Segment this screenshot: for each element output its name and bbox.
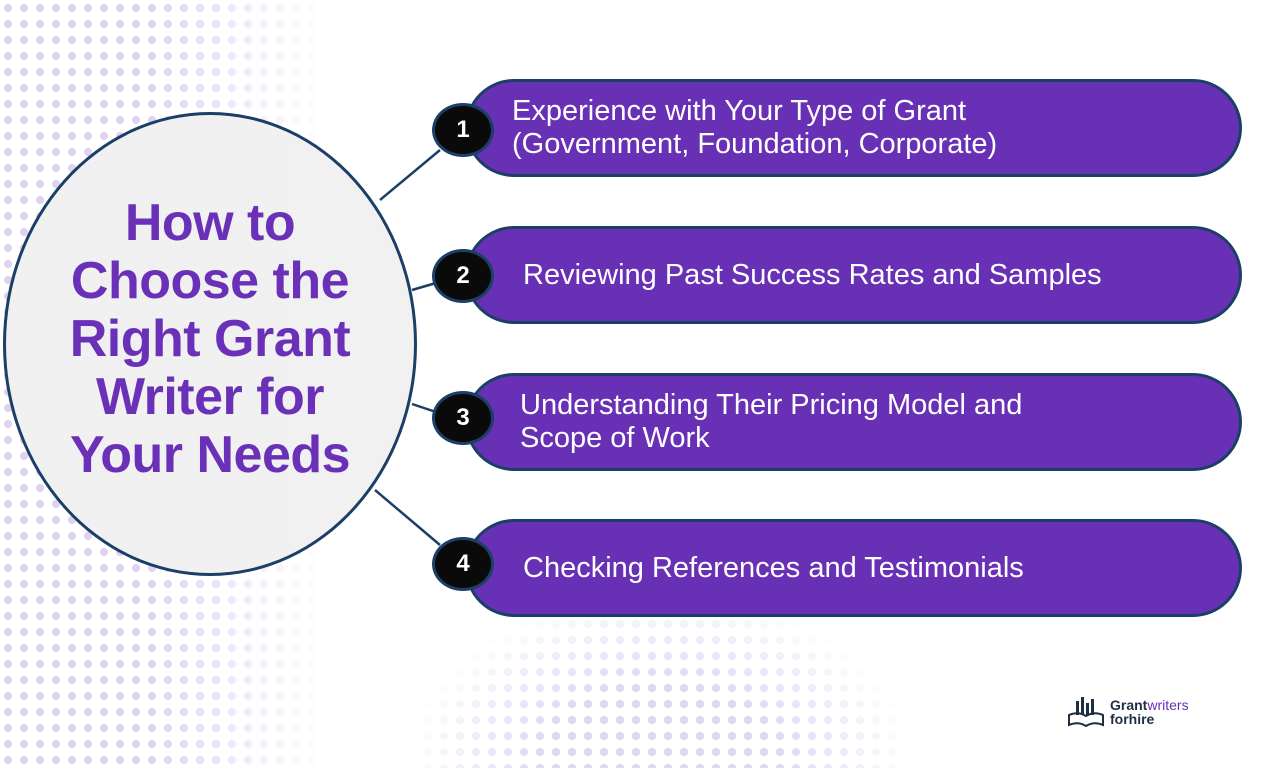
- step-pill-4: Checking References and Testimonials: [465, 519, 1242, 617]
- brand-logo: Grantwriters forhire: [1066, 694, 1189, 730]
- logo-line-1: Grantwriters: [1110, 698, 1189, 712]
- step-pill-1: Experience with Your Type of Grant (Gove…: [465, 79, 1242, 177]
- step-text-2: Reviewing Past Success Rates and Samples: [523, 258, 1102, 291]
- step-number-badge-2: 2: [432, 249, 494, 303]
- step-number-badge-3: 3: [432, 391, 494, 445]
- step-number-badge-4: 4: [432, 537, 494, 591]
- logo-word-grant: Grant: [1110, 697, 1148, 713]
- step-number-badge-1: 1: [432, 103, 494, 157]
- title-oval: How to Choose the Right Grant Writer for…: [3, 112, 417, 576]
- step-text-3: Understanding Their Pricing Model and Sc…: [520, 389, 1023, 454]
- logo-word-writers: writers: [1147, 697, 1189, 713]
- connector-line-1: [379, 149, 441, 201]
- step-text-4: Checking References and Testimonials: [523, 551, 1024, 584]
- book-city-icon: [1068, 697, 1104, 728]
- step-text-1: Experience with Your Type of Grant (Gove…: [512, 95, 998, 160]
- step-pill-2: Reviewing Past Success Rates and Samples: [465, 226, 1242, 324]
- logo-word-forhire: forhire: [1110, 711, 1155, 727]
- connector-line-2: [411, 281, 437, 292]
- connector-line-4: [374, 489, 441, 546]
- diagram-title: How to Choose the Right Grant Writer for…: [69, 194, 351, 484]
- step-pill-3: Understanding Their Pricing Model and Sc…: [465, 373, 1242, 471]
- halftone-dots-bottom: [420, 600, 900, 768]
